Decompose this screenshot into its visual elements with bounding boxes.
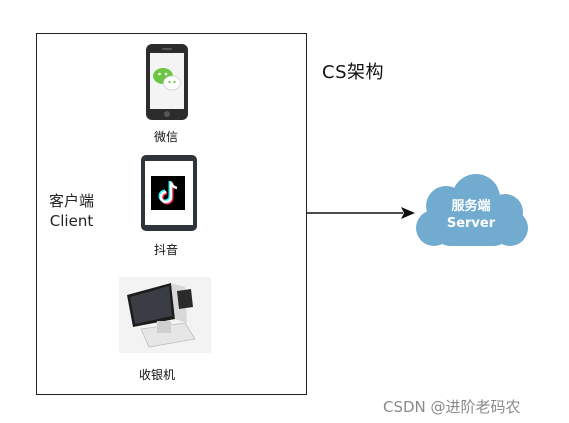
client-label-zh: 客户端 (49, 192, 95, 210)
client-container-box (36, 33, 307, 395)
server-cloud-icon (416, 174, 528, 246)
tablet-tiktok-icon (141, 155, 197, 231)
client-label-en: Client (49, 212, 94, 230)
server-label: 服务端 Server (410, 198, 532, 232)
client-to-server-arrow (307, 207, 415, 219)
device-label-tiktok: 抖音 (154, 243, 179, 257)
phone-wechat-icon (146, 44, 188, 120)
server-label-zh: 服务端 (451, 199, 491, 214)
server-label-en: Server (446, 216, 496, 231)
device-label-wechat: 微信 (154, 130, 179, 144)
device-label-pos: 收银机 (139, 368, 176, 382)
client-label: 客户端 Client (49, 191, 94, 231)
diagram-title: CS架构 (322, 62, 384, 83)
watermark: CSDN @进阶老码农 (383, 398, 521, 416)
pos-terminal-icon (119, 277, 211, 353)
